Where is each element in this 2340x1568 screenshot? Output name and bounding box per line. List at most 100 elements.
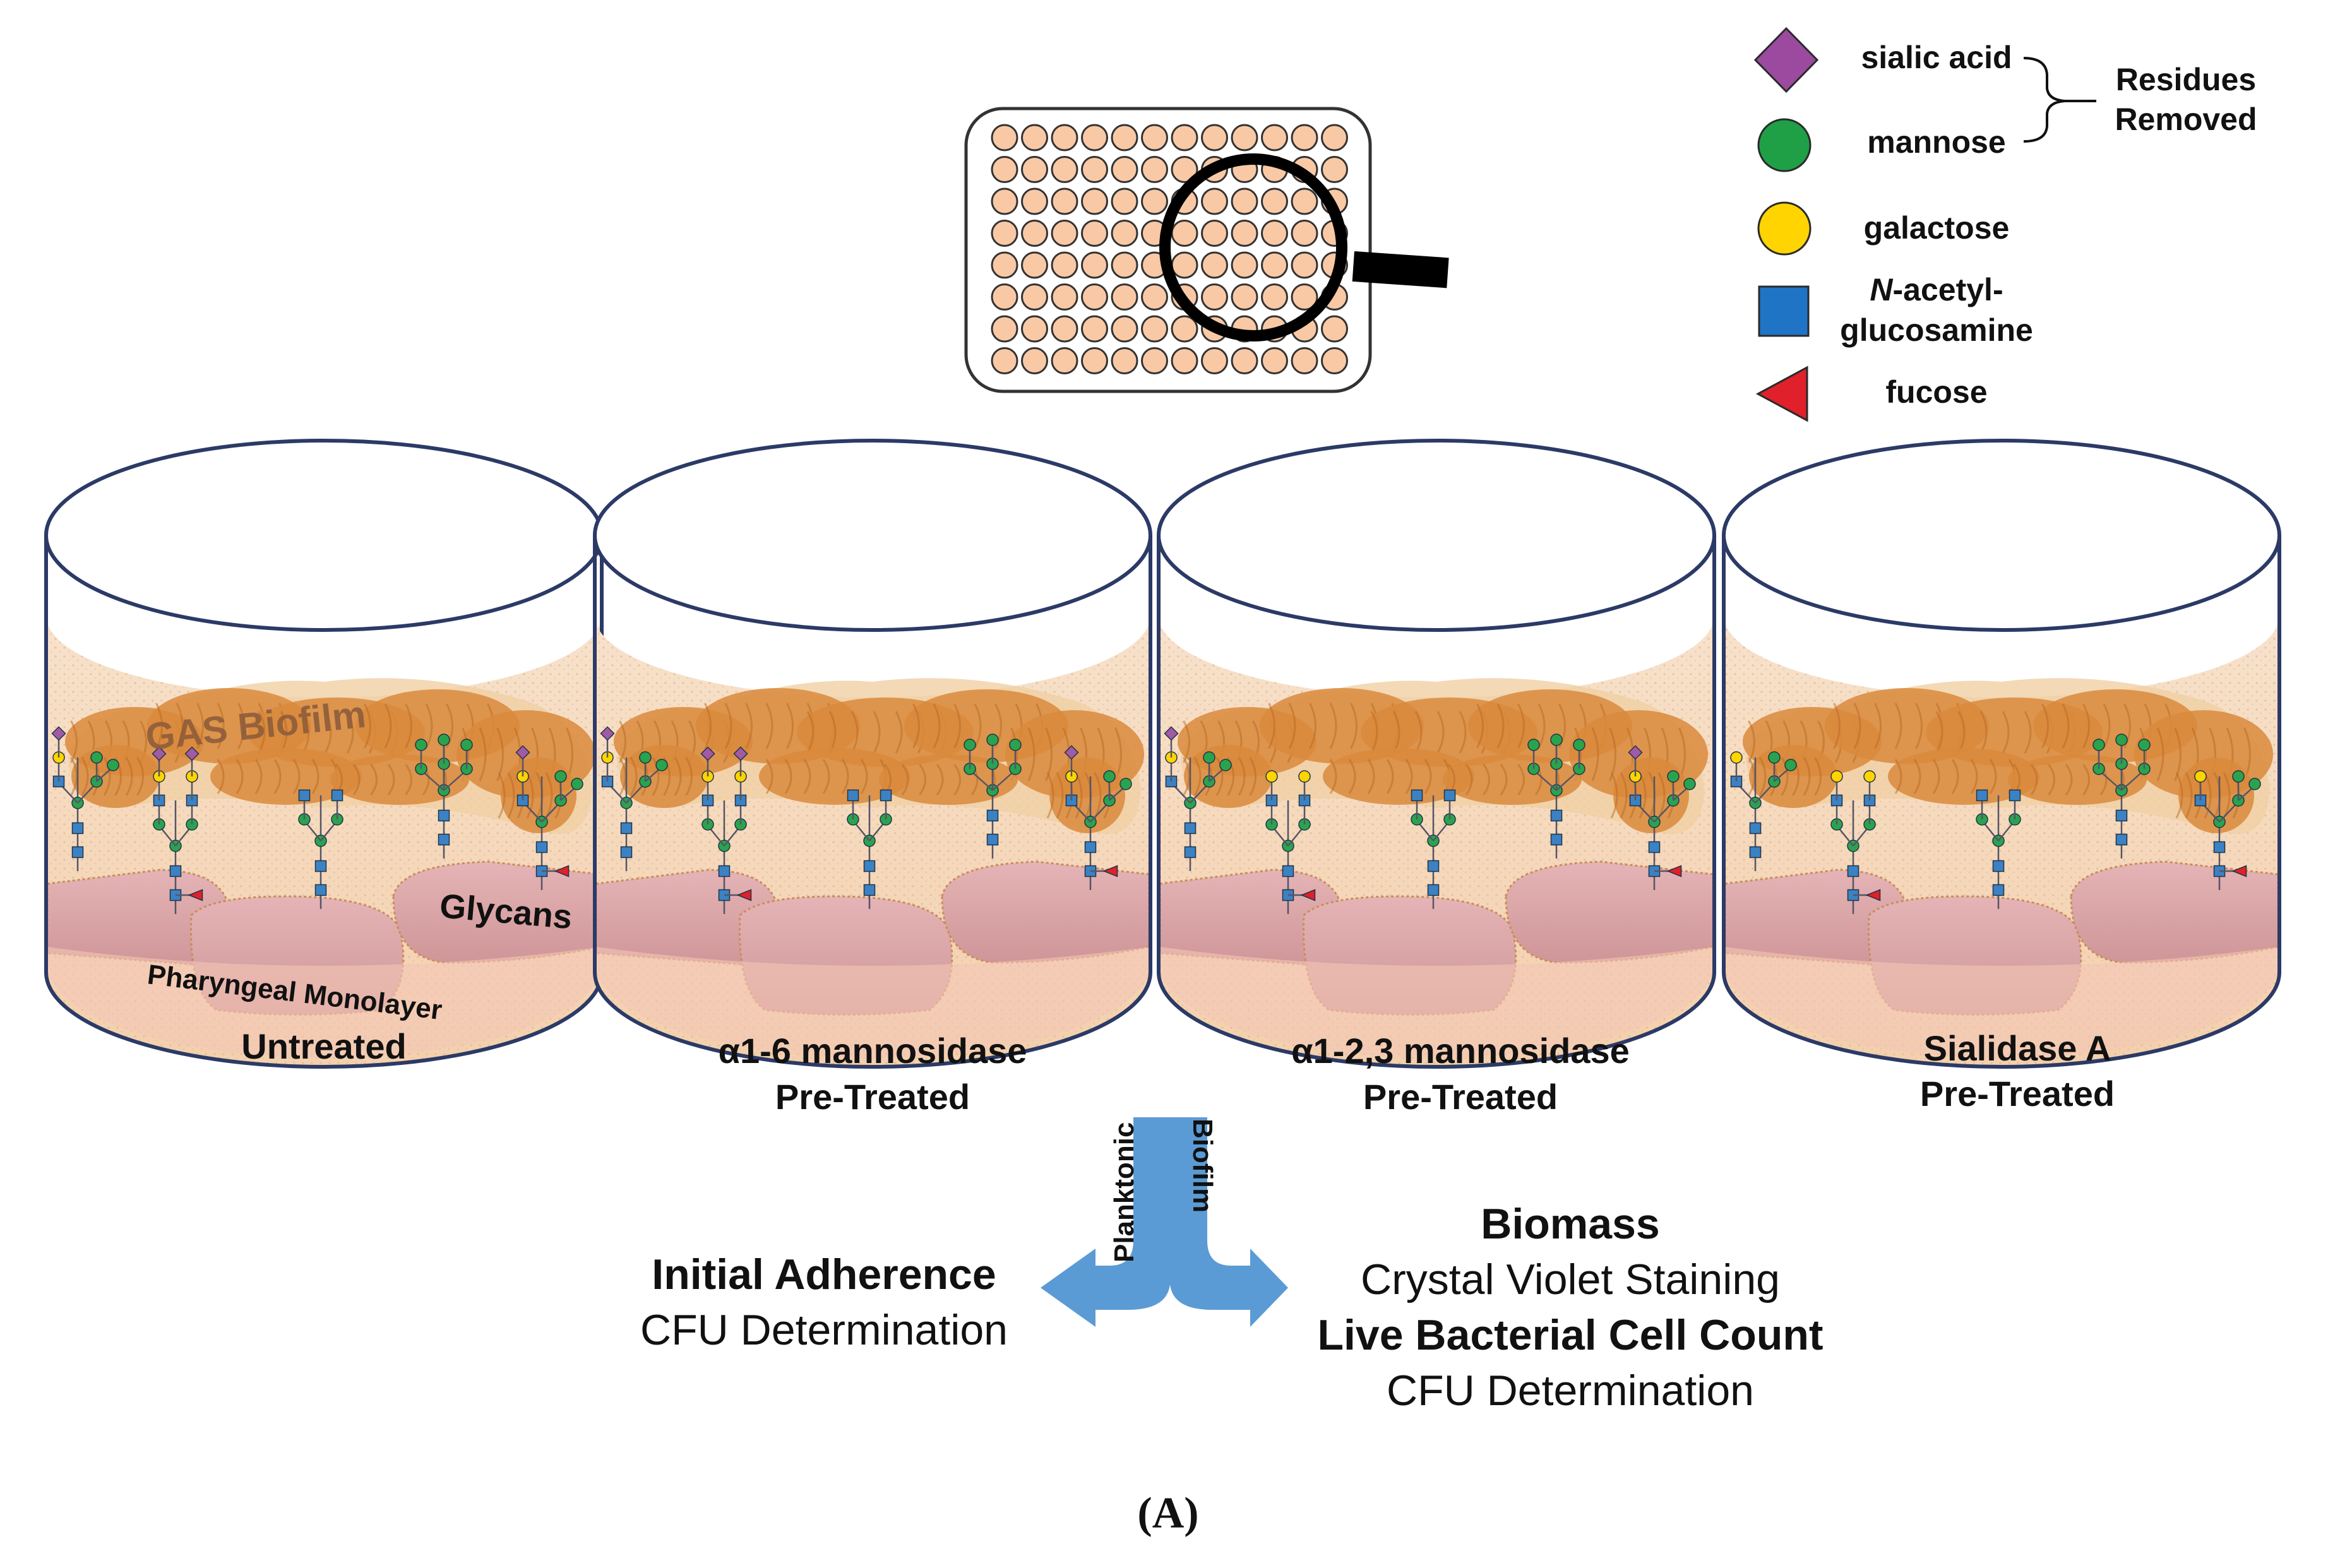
plate-well <box>1261 187 1288 215</box>
plate-well <box>1111 220 1138 247</box>
plate-well <box>1051 187 1078 215</box>
plate-well <box>1291 347 1318 374</box>
biomass-title: Biomass <box>1481 1200 1659 1248</box>
plate-well <box>991 315 1018 343</box>
well-label-a123-line1: α1-2,3 mannosidase <box>1291 1031 1630 1071</box>
plate-well <box>1081 156 1108 183</box>
plate-well <box>1051 251 1078 279</box>
plate-well <box>1201 347 1228 374</box>
plate-well <box>1141 347 1168 374</box>
well-label-a16-line1: α1-6 mannosidase <box>719 1031 1027 1071</box>
plate-well <box>1081 220 1108 247</box>
plate-well <box>1321 347 1348 374</box>
well-label-sialidase-line1: Sialidase A <box>1924 1028 2111 1068</box>
legend-label-galactose: galactose <box>1864 210 2010 246</box>
plate-well <box>1111 347 1138 374</box>
glycans <box>600 726 1132 914</box>
outcomes: Initial Adherence CFU Determination Biom… <box>640 1200 1824 1415</box>
plate-well <box>1261 347 1288 374</box>
plate-well <box>1201 251 1228 279</box>
legend: sialic acid mannose galactose N-acetyl- … <box>1753 27 2257 422</box>
plate-well <box>1081 347 1108 374</box>
plate-well <box>1261 220 1288 247</box>
well-labels: Untreated α1-6 mannosidase Pre-Treated α… <box>241 1026 2115 1117</box>
n-acetylglucosamine-icon <box>1758 285 1810 337</box>
planktonic-label: Planktonic <box>1109 1122 1140 1263</box>
split-arrow: Planktonic Biofilm <box>1041 1117 1288 1327</box>
plate-well <box>1261 124 1288 151</box>
fucose-icon <box>1755 365 1808 422</box>
glycans <box>1164 726 1696 914</box>
plate-well <box>1021 315 1048 343</box>
plate-well <box>1141 283 1168 311</box>
plate-well <box>1081 251 1108 279</box>
plate-well <box>1111 283 1138 311</box>
residues-removed-line1: Residues <box>2116 62 2256 97</box>
plate-well <box>1201 283 1228 311</box>
well-rim <box>1722 439 2281 632</box>
plate-well <box>1321 156 1348 183</box>
plate-well <box>991 187 1018 215</box>
well-plate <box>964 107 1372 393</box>
plate-well <box>1081 124 1108 151</box>
plate-well <box>1021 283 1048 311</box>
plate-well <box>1051 347 1078 374</box>
plate-well <box>1141 156 1168 183</box>
glycans <box>51 726 583 914</box>
plate-well <box>1051 315 1078 343</box>
plate-well <box>1111 187 1138 215</box>
plate-well <box>1201 220 1228 247</box>
plate-well <box>1021 251 1048 279</box>
well-label-a123-line2: Pre-Treated <box>1363 1077 1558 1117</box>
sialic-acid-icon <box>1753 27 1819 93</box>
plate-well <box>1231 220 1258 247</box>
figure-caption: (A) <box>1137 1489 1198 1538</box>
well-label-a16-line2: Pre-Treated <box>775 1077 970 1117</box>
plate-well <box>1021 220 1048 247</box>
gas-biofilm <box>1178 678 1708 834</box>
well-3 <box>1157 439 1716 1069</box>
plate-well <box>1021 347 1048 374</box>
plate-well <box>1171 347 1198 374</box>
plate-well <box>1291 124 1318 151</box>
plate-well <box>1231 347 1258 374</box>
plate-well <box>1081 187 1108 215</box>
plate-well <box>1141 187 1168 215</box>
legend-label-glcnac-line1: N-acetyl- <box>1870 272 2003 307</box>
plate-well <box>1051 283 1078 311</box>
plate-well <box>1231 187 1258 215</box>
gas-biofilm <box>614 678 1144 834</box>
plate-well <box>1291 220 1318 247</box>
residues-bracket <box>2023 57 2065 143</box>
plate-well <box>1231 124 1258 151</box>
legend-label-glcnac-line2: glucosamine <box>1840 312 2033 348</box>
plate-well <box>1261 251 1288 279</box>
plate-well <box>1051 220 1078 247</box>
plate-well <box>1291 187 1318 215</box>
plate-well <box>1111 251 1138 279</box>
plate-well <box>991 283 1018 311</box>
glycans <box>1730 734 2261 914</box>
plate-wells <box>991 124 1348 374</box>
galactose-icon <box>1757 201 1812 256</box>
magnifier-icon <box>1159 153 1449 342</box>
plate-well <box>1021 156 1048 183</box>
plate-well <box>1321 124 1348 151</box>
plate-well <box>1111 156 1138 183</box>
plate-well <box>1111 315 1138 343</box>
plate-well <box>1171 251 1198 279</box>
plate-well <box>991 347 1018 374</box>
well-1 <box>44 439 604 1069</box>
plate-well <box>1051 124 1078 151</box>
plate-well <box>1171 124 1198 151</box>
plate-well <box>991 156 1018 183</box>
plate-well <box>1231 251 1258 279</box>
biofilm-label: Biofilm <box>1187 1119 1218 1213</box>
plate-well <box>1081 283 1108 311</box>
plate-well <box>1291 251 1318 279</box>
well-2 <box>593 439 1152 1069</box>
well-label-untreated: Untreated <box>241 1026 406 1066</box>
well-rim <box>593 439 1152 632</box>
plate-well <box>991 251 1018 279</box>
